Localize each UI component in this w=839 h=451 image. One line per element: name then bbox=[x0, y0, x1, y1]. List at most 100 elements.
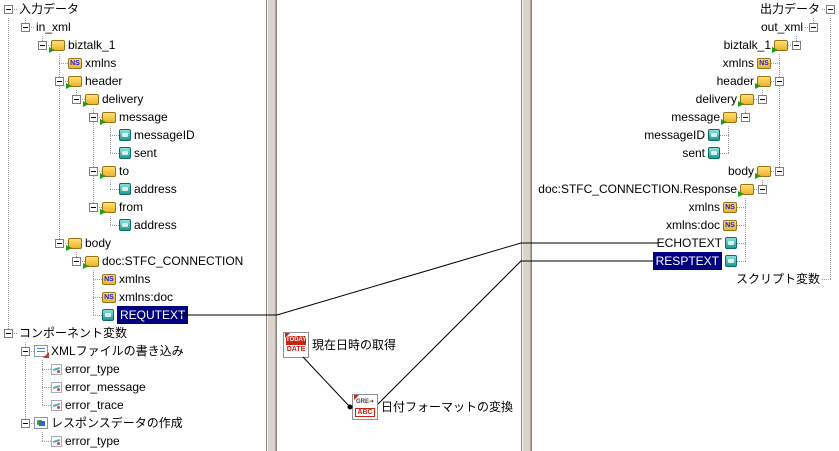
input-node-label-item[interactable]: レスポンスデータの作成 bbox=[51, 416, 183, 430]
input-node-label-to[interactable]: to bbox=[119, 164, 130, 178]
tree-connector bbox=[720, 153, 729, 154]
input-node-label-error-trace[interactable]: error_trace bbox=[65, 398, 124, 412]
input-node-label-biztalk-1[interactable]: biztalk_1 bbox=[68, 38, 116, 52]
tree-expander-minus[interactable] bbox=[55, 239, 64, 248]
mapping-link-get-current-datetime-to-date-format-convert[interactable] bbox=[302, 356, 351, 408]
comp-create-icon bbox=[34, 417, 48, 429]
tree-expander-minus[interactable] bbox=[72, 257, 81, 266]
tree-expander-minus[interactable] bbox=[741, 113, 750, 122]
ns-icon: NS bbox=[757, 58, 771, 69]
tree-connector bbox=[737, 261, 746, 262]
input-node-label-xml[interactable]: XMLファイルの書き込み bbox=[51, 344, 184, 358]
tree-expander-minus[interactable] bbox=[758, 95, 767, 104]
input-row-body: body bbox=[0, 234, 266, 252]
input-node-label-address[interactable]: address bbox=[134, 218, 177, 232]
tree-expander-minus[interactable] bbox=[55, 77, 64, 86]
tree-expander-minus[interactable] bbox=[21, 347, 30, 356]
input-node-label-error-type[interactable]: error_type bbox=[65, 434, 120, 448]
input-node-label-sent[interactable]: sent bbox=[134, 146, 157, 160]
output-node-label-xmlns-doc[interactable]: xmlns:doc bbox=[665, 218, 720, 232]
var-icon bbox=[51, 436, 62, 447]
input-node-label-error-type[interactable]: error_type bbox=[65, 362, 120, 376]
tree-connector bbox=[93, 279, 102, 280]
var-icon bbox=[51, 382, 62, 393]
output-node-label-echotext[interactable]: ECHOTEXT bbox=[656, 236, 722, 250]
output-node-label-sent[interactable]: sent bbox=[682, 146, 705, 160]
tree-connector bbox=[745, 108, 746, 117]
tree-connector bbox=[762, 90, 763, 99]
output-node-label-body[interactable]: body bbox=[727, 164, 754, 178]
output-node-label-resptext[interactable]: RESPTEXT bbox=[652, 252, 722, 270]
comp-write-icon bbox=[34, 345, 48, 357]
input-node-label-from[interactable]: from bbox=[119, 200, 143, 214]
tree-connector bbox=[25, 18, 26, 27]
input-node-label-xmlns-doc[interactable]: xmlns:doc bbox=[119, 290, 174, 304]
element-icon bbox=[738, 184, 754, 197]
tree-connector bbox=[728, 126, 729, 153]
output-node-label-item[interactable]: スクリプト変数 bbox=[735, 272, 820, 286]
tree-expander-minus[interactable] bbox=[809, 23, 818, 32]
splitter-right[interactable] bbox=[521, 0, 532, 451]
input-node-label-xmlns[interactable]: xmlns bbox=[85, 56, 117, 70]
output-node-label-header[interactable]: header bbox=[716, 74, 754, 88]
tree-expander-minus[interactable] bbox=[775, 77, 784, 86]
date-format-convert-label[interactable]: 日付フォーマットの変換 bbox=[381, 400, 514, 414]
output-node-label-messageid[interactable]: messageID bbox=[644, 128, 705, 142]
input-node-label-address[interactable]: address bbox=[134, 182, 177, 196]
output-node-label-delivery[interactable]: delivery bbox=[695, 92, 737, 106]
input-row-error-type: error_type bbox=[0, 360, 266, 378]
input-node-label-messageid[interactable]: messageID bbox=[134, 128, 195, 142]
input-node-label-delivery[interactable]: delivery bbox=[102, 92, 144, 106]
input-node-label-item[interactable]: 入力データ bbox=[19, 2, 80, 16]
input-node-label-body[interactable]: body bbox=[85, 236, 112, 250]
tree-expander-minus[interactable] bbox=[758, 185, 767, 194]
tree-expander-minus[interactable] bbox=[4, 5, 13, 14]
input-node-label-item[interactable]: コンポーネント変数 bbox=[19, 326, 128, 340]
output-node-label-biztalk-1[interactable]: biztalk_1 bbox=[723, 38, 771, 52]
field-icon bbox=[725, 255, 737, 267]
output-node-label-doc-stfc-connection-response[interactable]: doc:STFC_CONNECTION.Response bbox=[538, 182, 737, 196]
input-node-label-header[interactable]: header bbox=[85, 74, 123, 88]
tree-connector bbox=[42, 360, 43, 405]
tree-expander-minus[interactable] bbox=[89, 167, 98, 176]
output-node-label-xmlns[interactable]: xmlns bbox=[688, 200, 720, 214]
field-icon bbox=[102, 309, 114, 321]
input-node-label-requtext[interactable]: REQUTEXT bbox=[117, 306, 189, 324]
output-node-label-message[interactable]: message bbox=[671, 110, 720, 124]
tree-expander-minus[interactable] bbox=[21, 419, 30, 428]
tree-connector bbox=[110, 180, 111, 189]
node-icon-text-top: GRE➜ bbox=[355, 399, 375, 405]
output-node-label-xmlns[interactable]: xmlns bbox=[722, 56, 754, 70]
ns-icon: NS bbox=[723, 220, 737, 231]
tree-connector bbox=[110, 189, 119, 190]
tree-expander-minus[interactable] bbox=[89, 203, 98, 212]
tree-expander-minus[interactable] bbox=[4, 329, 13, 338]
tree-expander-minus[interactable] bbox=[826, 5, 835, 14]
ns-icon: NS bbox=[102, 274, 116, 285]
get-current-datetime-label[interactable]: 現在日時の取得 bbox=[312, 338, 397, 352]
input-node-label-error-message[interactable]: error_message bbox=[65, 380, 146, 394]
output-node-label-item[interactable]: 出力データ bbox=[759, 2, 820, 16]
node-icon-text-top: TODAY bbox=[286, 336, 306, 345]
tree-connector bbox=[737, 225, 746, 226]
input-node-label-xmlns[interactable]: xmlns bbox=[119, 272, 151, 286]
element-icon bbox=[83, 256, 99, 269]
node-icon-text-bottom: ABC bbox=[355, 408, 375, 417]
tree-expander-minus[interactable] bbox=[792, 41, 801, 50]
tree-expander-minus[interactable] bbox=[775, 167, 784, 176]
input-node-label-doc-stfc-connection[interactable]: doc:STFC_CONNECTION bbox=[102, 254, 244, 268]
date-format-abc-icon[interactable]: GRE➜ ABC bbox=[352, 394, 378, 420]
splitter-left[interactable] bbox=[266, 0, 277, 451]
input-node-label-message[interactable]: message bbox=[119, 110, 168, 124]
output-node-label-out-xml[interactable]: out_xml bbox=[760, 20, 803, 34]
tree-expander-minus[interactable] bbox=[21, 23, 30, 32]
tree-expander-minus[interactable] bbox=[72, 95, 81, 104]
input-node-label-in-xml[interactable]: in_xml bbox=[36, 20, 71, 34]
input-row-to: to bbox=[0, 162, 266, 180]
tree-expander-minus[interactable] bbox=[38, 41, 47, 50]
tree-expander-minus[interactable] bbox=[89, 113, 98, 122]
